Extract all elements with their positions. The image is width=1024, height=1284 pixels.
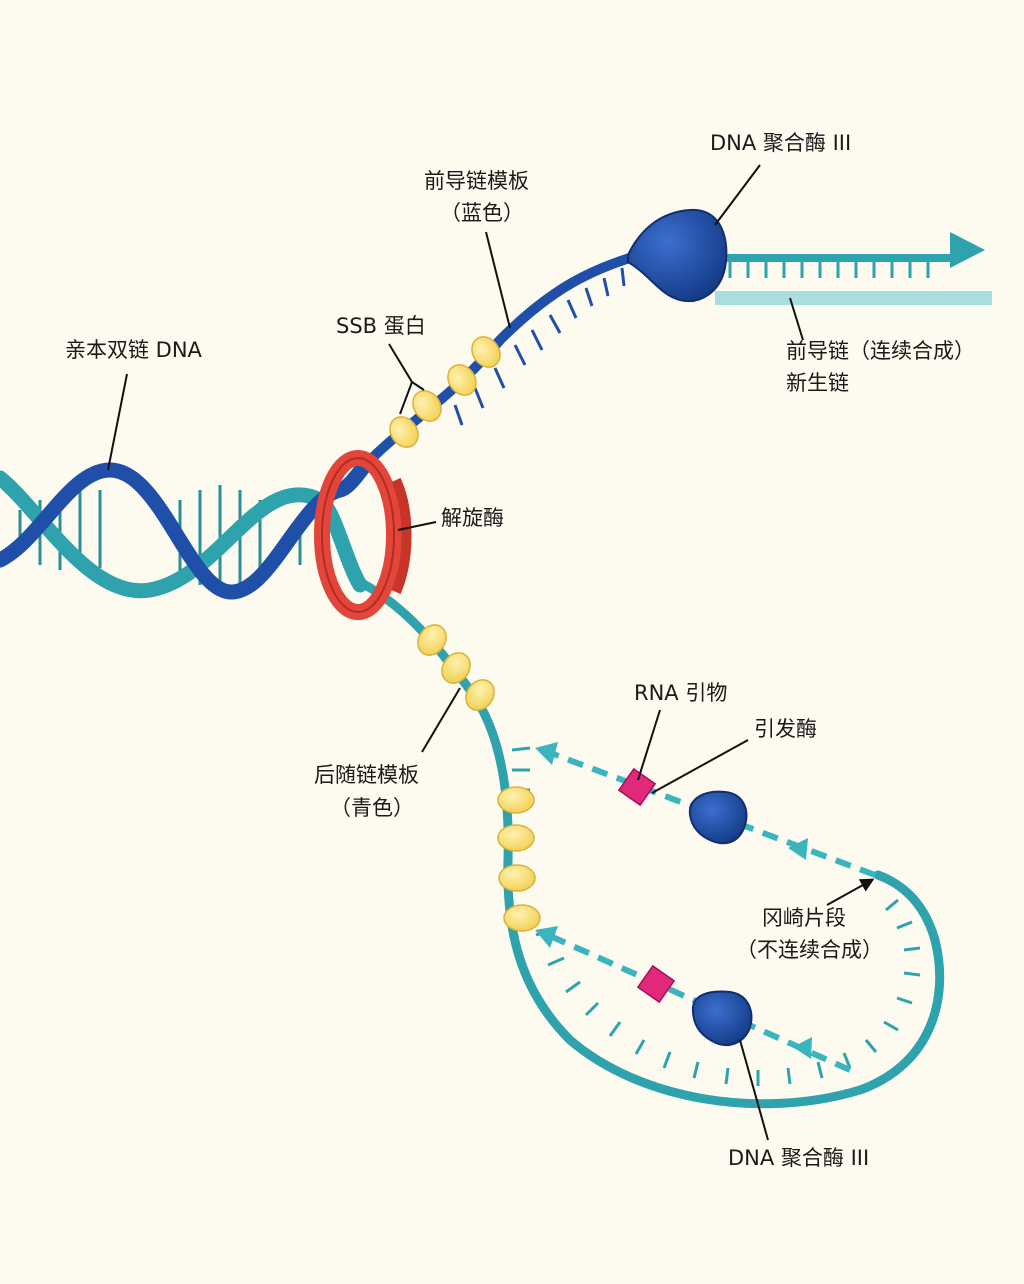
labels: 亲本双链 DNA SSB 蛋白 前导链模板 （蓝色） DNA 聚合酶 III 前…	[65, 131, 975, 1170]
label-lagging-template-line1: 后随链模板	[314, 763, 419, 787]
ssb-protein	[389, 416, 419, 448]
helix-blue-strand	[0, 454, 376, 600]
dna-polymerase-lagging-upper	[688, 790, 748, 845]
parent-double-helix	[0, 454, 376, 600]
label-parent-dna: 亲本双链 DNA	[65, 338, 203, 362]
helicase	[314, 450, 412, 620]
label-leading-template-line2: （蓝色）	[440, 201, 524, 225]
ssb-protein	[497, 824, 535, 852]
leading-template-bases	[453, 267, 626, 426]
leader-lines	[107, 164, 875, 1141]
label-ssb: SSB 蛋白	[336, 314, 426, 338]
label-leading-template-line1: 前导链模板	[424, 169, 529, 193]
ssb-protein	[497, 786, 535, 814]
leading-new-strand	[715, 232, 992, 305]
label-helicase: 解旋酶	[441, 506, 504, 530]
ssb-proteins	[389, 336, 541, 932]
label-pol3-top: DNA 聚合酶 III	[710, 131, 851, 155]
label-okazaki-line2: （不连续合成）	[736, 938, 883, 962]
ssb-protein	[498, 864, 536, 892]
label-lagging-template-line2: （青色）	[330, 796, 414, 820]
label-leading-new-line2: 新生链	[786, 371, 849, 395]
ssb-protein	[447, 364, 477, 396]
ssb-protein	[417, 624, 447, 656]
label-primase: 引发酶	[754, 717, 817, 741]
leading-new-bases	[728, 258, 930, 278]
rna-primer-lower	[636, 964, 676, 1004]
okazaki-fragment-upper	[546, 749, 877, 878]
ssb-protein	[503, 904, 541, 932]
label-leading-new-line1: 前导链（连续合成）	[786, 339, 975, 363]
label-okazaki-line1: 冈崎片段	[762, 906, 846, 930]
ssb-protein	[412, 390, 442, 422]
leading-strand-arrowhead	[950, 232, 985, 268]
helix-teal-strand	[0, 470, 368, 599]
label-pol3-bottom: DNA 聚合酶 III	[728, 1146, 869, 1170]
ssb-protein	[465, 679, 495, 711]
okazaki-arrowheads	[535, 742, 812, 1059]
dna-polymerase-top	[627, 208, 728, 303]
dna-polymerase-lagging-lower	[691, 990, 753, 1047]
ssb-protein	[441, 652, 471, 684]
lagging-template-bases	[511, 746, 921, 1086]
rna-primer-upper	[617, 767, 657, 807]
ssb-protein	[471, 336, 501, 368]
label-rna-primer: RNA 引物	[634, 681, 727, 705]
